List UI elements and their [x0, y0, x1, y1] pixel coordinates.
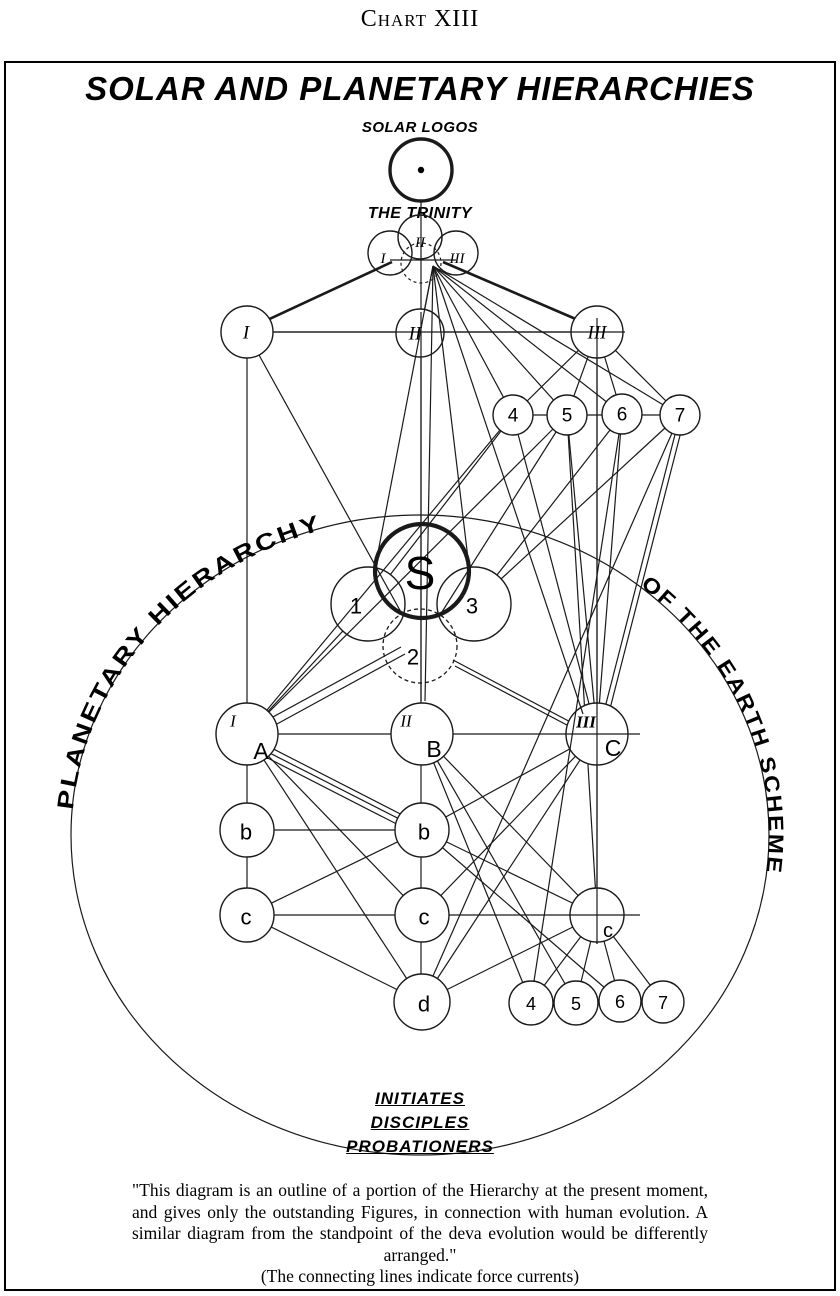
trinity-label: THE TRINITY: [367, 205, 473, 222]
caption-quote: "This diagram is an outline of a portion…: [132, 1180, 708, 1265]
node-q5-label: 5: [571, 994, 581, 1014]
trinity-circle-iii: [433, 230, 479, 276]
ray7-label: 7: [675, 406, 686, 427]
arc-right-text: OF THE EARTH SCHEME: [637, 572, 785, 876]
node-c-left: [219, 887, 275, 943]
node-S-ring: [372, 521, 472, 621]
node-2-dotted: [382, 608, 458, 684]
node-3-label: 3: [466, 594, 478, 619]
node-ray-7: [659, 394, 701, 436]
chart-border: [4, 61, 836, 1291]
node-B-label: B: [426, 736, 441, 762]
node-labels: I II III I II III 4 5 6 7 S 1 2 3 I A II…: [229, 235, 685, 1017]
node-q5: [553, 980, 599, 1026]
node-c-mid-label: c: [419, 905, 430, 930]
node-q4: [508, 980, 554, 1026]
trinity-circle-i: [367, 230, 413, 276]
node-c-left-label: c: [241, 905, 252, 930]
node-ray-4: [492, 394, 534, 436]
aspect-three-label: III: [587, 323, 609, 344]
chart-number-heading: Chart XIII: [360, 6, 480, 32]
solar-logos-label: SOLAR LOGOS: [361, 119, 479, 136]
node-1-label: 1: [350, 594, 362, 619]
node-C-numeral: III: [575, 713, 597, 732]
node-A: [215, 702, 279, 766]
node-q7: [641, 980, 685, 1024]
disciples-label: DISCIPLES: [370, 1113, 470, 1132]
synthesis-S-label: S: [405, 547, 436, 599]
node-C-label: C: [605, 735, 622, 761]
node-B-numeral: II: [399, 712, 413, 731]
trinity-and-synthesis: [367, 214, 479, 684]
chart-title: SOLAR AND PLANETARY HIERARCHIES: [85, 70, 755, 107]
ray4-label: 4: [508, 406, 519, 427]
ray6-label: 6: [617, 405, 628, 426]
solar-logos-dot: [417, 166, 425, 174]
caption-block: "This diagram is an outline of a portion…: [132, 1180, 708, 1288]
node-A-label: A: [253, 738, 269, 764]
node-1: [330, 566, 406, 642]
caption-note: (The connecting lines indicate force cur…: [260, 1266, 580, 1286]
node-ray-5: [546, 394, 588, 436]
earth-scheme-circle: [70, 514, 770, 1156]
node-d-label: d: [418, 992, 430, 1017]
trinity-core-dotted-circle: [400, 242, 442, 284]
force-current-lines-over: [258, 265, 673, 982]
node-B: [390, 702, 454, 766]
trinity-iii-label: III: [449, 251, 466, 267]
planetary-hierarchy-arc-label: PLANETARY HIERARCHY: [52, 509, 325, 810]
node-b-left-label: b: [240, 820, 252, 845]
node-c-right-label: c: [603, 920, 613, 942]
node-3: [436, 566, 512, 642]
grades-labels: INITIATES DISCIPLES PROBATIONERS: [0, 1087, 840, 1159]
ray5-label: 5: [562, 406, 573, 427]
node-q6-label: 6: [615, 992, 625, 1012]
node-ray-6: [601, 393, 643, 435]
trinity-i-label: I: [380, 251, 387, 267]
probationers-label: PROBATIONERS: [346, 1137, 494, 1156]
node-q7-label: 7: [658, 993, 668, 1013]
node-b-left: [219, 802, 275, 858]
node-d: [393, 973, 451, 1031]
hierarchy-nodes: [215, 137, 701, 1031]
arc-left-text: PLANETARY HIERARCHY: [52, 509, 323, 810]
node-q6: [598, 979, 642, 1023]
node-c-mid: [394, 887, 450, 943]
trinity-ii-label: II: [414, 235, 426, 251]
aspect-one-label: I: [242, 323, 251, 344]
trinity-circle-ii: [397, 214, 443, 260]
aspect-two-label: II: [408, 324, 423, 345]
node-b-mid-label: b: [418, 820, 430, 845]
node-2-label: 2: [407, 645, 419, 670]
node-b-mid: [394, 802, 450, 858]
node-A-numeral: I: [229, 712, 237, 731]
earth-scheme-arc-label: OF THE EARTH SCHEME: [637, 572, 787, 876]
initiates-label: INITIATES: [375, 1089, 465, 1108]
node-q4-label: 4: [526, 994, 536, 1014]
